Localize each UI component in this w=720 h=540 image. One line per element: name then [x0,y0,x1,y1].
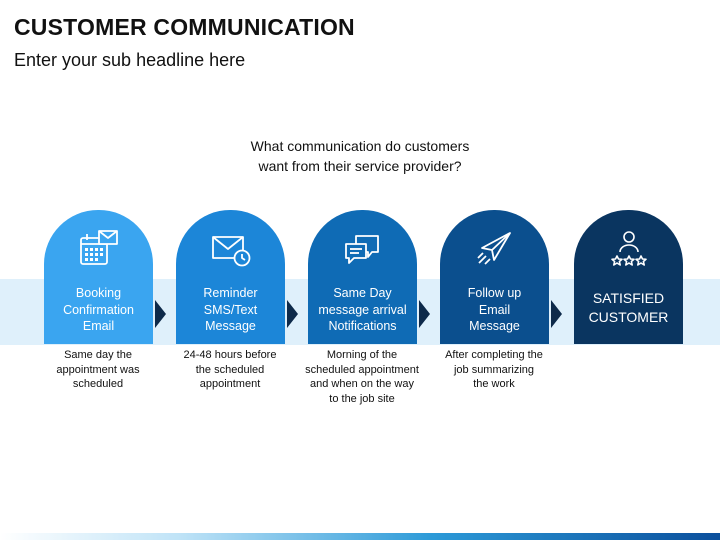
slide-title: CUSTOMER COMMUNICATION [14,14,355,40]
step-description: 24-48 hours before the scheduled appoint… [183,349,277,390]
arrow-icon [419,300,430,328]
step-description: Same day the appointment was scheduled [56,349,140,390]
arrow-icon [155,300,166,328]
customer-rating-icon [610,231,647,266]
step-label: Booking Confirmation Email [63,286,134,334]
step-label: SATISFIED CUSTOMER [588,290,669,325]
question-text: What communication do customers want fro… [250,138,470,174]
envelope-clock-icon [211,236,250,267]
step-satisfied-customer: SATISFIED CUSTOMER [574,210,683,344]
step-same-day-notifications: Same Day message arrival Notifications [308,210,417,344]
footer-gradient-bar [0,533,720,540]
step-label: Reminder SMS/Text Message [203,286,258,334]
step-label: Same Day message arrival Notifications [318,286,407,334]
slide-subtitle: Enter your sub headline here [14,50,246,70]
step-booking-confirmation: Booking Confirmation Email [44,210,153,344]
paper-plane-icon [476,232,511,265]
step-description: After completing the job summarizing the… [445,349,543,390]
chat-bubbles-icon [344,235,379,264]
step-description: Morning of the scheduled appointment and… [305,349,419,405]
arrow-icon [287,300,298,328]
step-label: Follow up Email Message [467,286,522,334]
step-follow-up-email: Follow up Email Message [440,210,549,344]
calendar-email-icon [79,230,118,265]
arrow-icon [551,300,562,328]
step-reminder-sms: Reminder SMS/Text Message [176,210,285,344]
